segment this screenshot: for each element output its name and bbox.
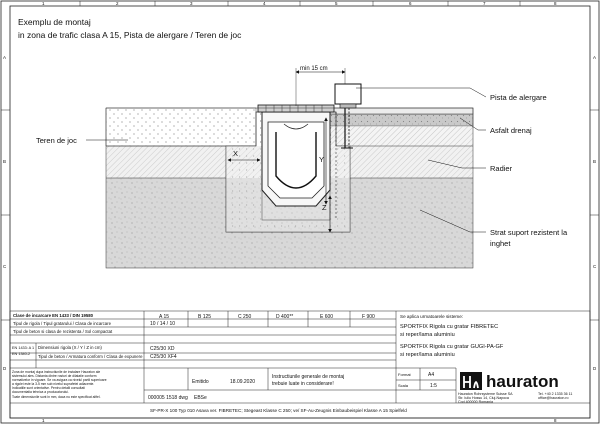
- dimension-z: Z: [322, 203, 327, 212]
- label-asfalt-drenaj: Asfalt drenaj: [490, 126, 532, 135]
- class-c250: C 250: [238, 314, 252, 320]
- note-line-2: sistemului ales. Distanta dintre rosturi…: [12, 374, 97, 378]
- border-mark-top-2: 2: [116, 1, 119, 6]
- asphalt-layer: [329, 113, 474, 127]
- revision-code-1: EN 1433: A 1: [12, 346, 34, 350]
- border-mark-right-b: B: [593, 159, 596, 164]
- edited-by: EBSe: [194, 395, 207, 401]
- running-track-layer: [329, 107, 474, 115]
- note-line-7: Toate dimensiunile sunt in mm, daca nu e…: [12, 395, 101, 399]
- note-line-5: Indicatiile sunt orientative. Pentru det…: [12, 386, 85, 390]
- border-mark-top-3: 3: [190, 1, 193, 6]
- border-mark-right-c: C: [593, 264, 597, 269]
- dimension-y: Y: [319, 155, 324, 164]
- address-right-1: Tel. +40 2 1335 36 11: [538, 392, 572, 396]
- border-mark-top-4: 4: [263, 1, 266, 6]
- hauraton-logo: hauraton: [460, 372, 559, 391]
- note-line-4: a rigolei este la 3-5 mm sub nivelul sup…: [12, 382, 94, 386]
- spec-item-4: si reper/lama aluminiu: [400, 352, 455, 358]
- class-b125: B 125: [198, 314, 211, 320]
- scale-label: Scala: [398, 383, 409, 388]
- drawing-title-line1: Exemplu de montaj: [18, 17, 91, 27]
- class-f900: F 900: [362, 314, 375, 320]
- concrete-code-2: C25/30 XF4: [150, 354, 177, 360]
- border-marks: [1, 1, 599, 321]
- spec-item-1: SPORTFIX Rigola cu gratar FIBRETEC: [400, 324, 498, 330]
- note-line-3: normativelor in vigoare. Se va asigura c…: [12, 378, 107, 382]
- border-mark-right-d: D: [593, 366, 597, 371]
- class-e600: E 600: [320, 314, 333, 320]
- border-mark-bottom-1: 1: [42, 418, 45, 423]
- title-block: [9, 310, 591, 419]
- border-mark-top-6: 6: [409, 1, 412, 6]
- border-mark-left-c: C: [3, 264, 7, 269]
- row-label-4: Tipul de beton / Armatura conform / Clas…: [38, 354, 143, 359]
- border-mark-top-8: 8: [554, 1, 557, 6]
- concrete-code-1: C25/30 XD: [150, 346, 175, 352]
- label-strat-suport-line2: inghet: [490, 239, 511, 248]
- dimension-min-15cm: min 15 cm: [300, 66, 328, 72]
- class-a15: A 15: [159, 314, 169, 320]
- address-left-3: Cod 400000 Romania: [458, 400, 493, 404]
- cross-section-drawing: min 15 cm X Y Z Pista de alergare Asfalt…: [36, 66, 568, 269]
- label-strat-suport-line1: Strat suport rezistent la: [490, 228, 568, 237]
- footer-description: SF-PR-X 100 Typ 010 Asava ver. FIBRETEC;…: [150, 408, 407, 413]
- border-mark-left-b: B: [3, 159, 6, 164]
- border-mark-left-a: A: [3, 55, 6, 60]
- border-mark-bottom-8: 8: [554, 418, 557, 423]
- border-mark-top-1: 1: [42, 1, 45, 6]
- row-label-2: Tipul de beton si clasa de rezistenta / …: [13, 329, 113, 334]
- drawing-number: 000005 1518 dwg: [148, 395, 188, 401]
- spec-item-3: SPORTFIX Rigola cu gratar GUGI-PA-GF: [400, 344, 504, 350]
- dimension-values: 10 / 14 / 10: [150, 321, 175, 327]
- spec-header: Se aplica urmatoarele sisteme:: [400, 314, 463, 319]
- row-label-1: Tipul de rigola / Tipul gratarului / Cla…: [13, 321, 112, 326]
- address-left-2: Str. Iuliu Hossu 14, Cluj-Napoca: [458, 396, 509, 400]
- border-mark-top-5: 5: [335, 1, 338, 6]
- instruction-line-2: trebuie luate in considerare!: [272, 381, 334, 387]
- edited-date: 18.09.2020: [230, 379, 255, 385]
- address-right-2: office@hauraton.ro: [538, 396, 569, 400]
- class-header-left: Clase de incarcare EN 1433 / DIN 19580: [13, 313, 94, 318]
- edited-label: Emitido: [192, 379, 209, 385]
- play-field-layer: [105, 107, 257, 147]
- border-mark-top-7: 7: [483, 1, 486, 6]
- address-left-1: Hauraton Rohrsysteme Suisse SA: [458, 392, 513, 396]
- spec-item-2: si reper/lama aluminiu: [400, 332, 455, 338]
- channel-u-profile: [275, 132, 317, 189]
- class-d400: D 400**: [276, 314, 293, 320]
- format-value: A4: [428, 372, 434, 378]
- aluminium-lath: [334, 83, 362, 105]
- logo-wordmark: hauraton: [486, 372, 559, 391]
- note-line-6: documentatia tehnica a producatorului.: [12, 390, 69, 394]
- format-label: Format: [398, 372, 412, 377]
- border-mark-right-a: A: [593, 55, 596, 60]
- label-pista-de-alergare: Pista de alergare: [490, 93, 547, 102]
- border-mark-left-d: D: [3, 366, 7, 371]
- drawing-title-line2: in zona de trafic clasa A 15, Pista de a…: [18, 30, 242, 40]
- label-teren-de-joc: Teren de joc: [36, 136, 77, 145]
- instruction-line-1: Instructiunile generale de montaj: [272, 374, 344, 380]
- row-label-3: Dimensiuni rigola (X / Y / Z in cm): [38, 345, 102, 350]
- revision-code-2: EN 1340-2: [12, 352, 30, 356]
- grating: [257, 104, 335, 113]
- dimension-x: X: [233, 149, 238, 158]
- note-line-1: Zona de montaj dupa instructiunile de in…: [12, 370, 100, 374]
- label-radier: Radier: [490, 164, 513, 173]
- scale-value: 1:5: [430, 383, 437, 389]
